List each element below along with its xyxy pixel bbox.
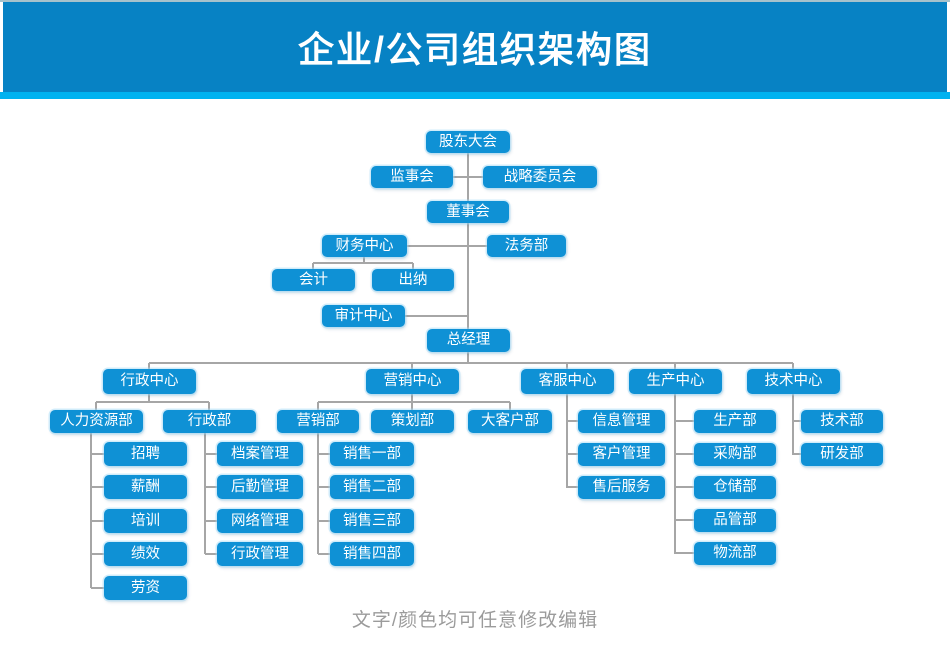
org-node-admin-dept: 行政部 (163, 410, 256, 433)
org-node-admin-center: 行政中心 (103, 369, 196, 394)
org-node-logistics-mgmt: 后勤管理 (217, 475, 303, 499)
org-node-audit-center: 审计中心 (322, 305, 405, 327)
org-node-finance-center: 财务中心 (322, 235, 407, 257)
connector-line (674, 363, 676, 370)
connector-line (149, 362, 793, 364)
connector-line (675, 552, 694, 554)
org-node-marketing-center: 营销中心 (366, 369, 459, 394)
connector-line (675, 486, 694, 488)
connector-line (675, 420, 694, 422)
org-node-hr-dept: 人力资源部 (50, 410, 143, 433)
connector-line (318, 486, 330, 488)
org-node-key-account-dept: 大客户部 (468, 410, 552, 433)
org-node-production-center: 生产中心 (629, 369, 722, 394)
org-node-customer-mgmt: 客户管理 (578, 443, 665, 466)
connector-line (91, 520, 104, 522)
org-node-performance: 绩效 (104, 542, 187, 566)
top-edge-line (0, 0, 950, 2)
connector-line (90, 433, 92, 588)
connector-line (95, 402, 97, 411)
org-node-tech-dept: 技术部 (801, 410, 883, 433)
connector-line (148, 363, 150, 370)
connector-line (91, 486, 104, 488)
connector-line (318, 520, 330, 522)
connector-line (674, 394, 676, 554)
org-node-supervisory: 监事会 (371, 166, 453, 188)
connector-line (312, 263, 314, 270)
header: 企业/公司组织架构图 (3, 2, 947, 92)
connector-line (567, 420, 578, 422)
connector-line (793, 420, 801, 422)
org-node-production-dept: 生产部 (694, 410, 776, 433)
org-node-logistics-dept: 物流部 (694, 542, 776, 565)
connector-line (407, 245, 487, 247)
connector-line (91, 453, 104, 455)
org-node-rd-dept: 研发部 (801, 443, 883, 466)
org-node-tech-center: 技术中心 (747, 369, 840, 394)
connector-line (405, 315, 468, 317)
connector-line (675, 453, 694, 455)
org-node-sales-dept-1: 销售一部 (330, 442, 414, 466)
connector-line (205, 520, 217, 522)
org-node-accounting: 会计 (272, 269, 355, 291)
connector-line (91, 553, 104, 555)
org-node-planning-dept: 策划部 (371, 410, 454, 433)
connector-line (566, 394, 568, 488)
org-node-board: 董事会 (427, 201, 509, 223)
connector-line (363, 257, 365, 264)
org-node-legal-dept: 法务部 (487, 235, 566, 257)
org-node-purchasing-dept: 采购部 (694, 443, 776, 466)
org-node-qc-dept: 品管部 (694, 509, 776, 532)
org-node-archives-mgmt: 档案管理 (217, 442, 303, 466)
org-node-service-center: 客服中心 (521, 369, 614, 394)
connector-line (313, 262, 413, 264)
header-accent-strip (0, 92, 950, 99)
connector-line (411, 363, 413, 370)
connector-line (204, 433, 206, 554)
connector-line (793, 453, 801, 455)
connector-line (205, 486, 217, 488)
connector-line (91, 587, 104, 589)
connector-line (675, 519, 694, 521)
footer-note: 文字/颜色均可任意修改编辑 (351, 610, 599, 631)
connector-line (567, 453, 578, 455)
org-node-marketing-dept: 营销部 (277, 410, 359, 433)
connector-line (148, 394, 150, 403)
org-node-shareholders: 股东大会 (426, 131, 510, 153)
org-node-training: 培训 (104, 509, 187, 533)
org-node-sales-dept-2: 销售二部 (330, 475, 414, 499)
org-node-labor: 劳资 (104, 576, 187, 600)
connector-line (412, 263, 414, 270)
connector-line (96, 401, 209, 403)
connector-line (453, 176, 483, 178)
org-node-admin-mgmt: 行政管理 (217, 542, 303, 566)
org-node-sales-dept-3: 销售三部 (330, 509, 414, 533)
connector-line (318, 453, 330, 455)
org-node-compensation: 薪酬 (104, 475, 187, 499)
connector-line (318, 401, 510, 403)
connector-line (792, 363, 794, 370)
org-node-general-manager: 总经理 (427, 329, 510, 352)
org-node-info-mgmt: 信息管理 (578, 410, 665, 433)
connector-line (318, 553, 330, 555)
connector-line (208, 402, 210, 411)
connector-line (792, 394, 794, 455)
org-node-after-sales: 售后服务 (578, 476, 665, 499)
connector-line (317, 402, 319, 411)
org-node-recruitment: 招聘 (104, 442, 187, 466)
org-node-warehouse-dept: 仓储部 (694, 476, 776, 499)
connector-line (205, 453, 217, 455)
page-title: 企业/公司组织架构图 (297, 29, 652, 70)
org-node-strategy: 战略委员会 (483, 166, 597, 188)
org-node-network-mgmt: 网络管理 (217, 509, 303, 533)
connector-line (205, 553, 217, 555)
connector-line (467, 153, 469, 363)
connector-line (509, 402, 511, 411)
org-node-sales-dept-4: 销售四部 (330, 542, 414, 566)
connector-line (566, 363, 568, 370)
connector-line (567, 486, 578, 488)
connector-line (317, 433, 319, 554)
org-node-cashier: 出纳 (372, 269, 454, 291)
